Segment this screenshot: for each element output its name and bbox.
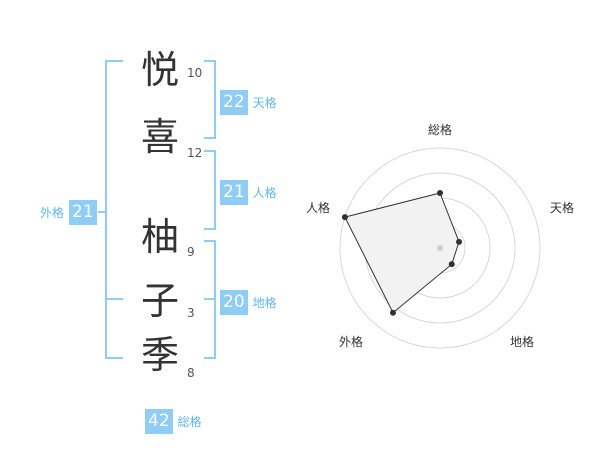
chikaku-label: 地格: [252, 296, 277, 310]
gaikaku-bracket-stem: [98, 211, 106, 213]
radar-label-chikaku: 地格: [510, 334, 534, 349]
gaikaku-bracket-bottom: [105, 357, 123, 359]
gaikaku-badge: 21 外格: [40, 200, 97, 225]
radar-label-jinkaku: 人格: [306, 200, 330, 215]
stroke-count-3: 9: [187, 245, 195, 259]
radar-point: [389, 309, 396, 316]
name-char-5: 季: [140, 333, 179, 377]
radar-label-soukaku: 総格: [428, 122, 452, 137]
soukaku-badge: 42 総格: [145, 409, 202, 434]
chikaku-bracket-bottom: [204, 357, 216, 359]
soukaku-value: 42: [145, 409, 173, 434]
radar-point: [341, 214, 348, 221]
gaikaku-bracket-mid: [105, 298, 123, 300]
tenkaku-bracket-bottom: [204, 137, 216, 139]
radar-point: [456, 238, 463, 245]
stroke-count-5: 8: [187, 366, 195, 380]
jinkaku-bracket-top: [204, 150, 216, 152]
stroke-count-1: 10: [187, 66, 203, 80]
tenkaku-bracket-top: [204, 60, 216, 62]
jinkaku-label: 人格: [252, 186, 277, 200]
chikaku-badge: 20 地格: [220, 290, 277, 315]
name-char-4: 子: [140, 279, 179, 323]
radar-points: [341, 190, 463, 316]
name-char-2: 喜: [140, 115, 179, 159]
chikaku-value: 20: [220, 290, 248, 315]
radar-point: [448, 261, 455, 268]
jinkaku-bracket-bottom: [204, 228, 216, 230]
radar-point: [437, 190, 443, 196]
stroke-count-2: 12: [187, 146, 203, 160]
gaikaku-bracket-vertical: [105, 60, 107, 359]
tenkaku-value: 22: [220, 90, 248, 115]
chikaku-bracket-top: [204, 240, 216, 242]
radar-label-tenkaku: 天格: [550, 200, 574, 215]
radar-label-gaikaku: 外格: [339, 334, 363, 349]
radar-ring: [339, 147, 541, 349]
jinkaku-value: 21: [220, 180, 248, 205]
tenkaku-badge: 22 天格: [220, 90, 277, 115]
tenkaku-label: 天格: [252, 96, 277, 110]
soukaku-label: 総格: [177, 415, 202, 429]
name-char-3: 柚: [140, 215, 179, 259]
chikaku-bracket-mid: [204, 298, 216, 300]
radar-center-dot: [437, 245, 443, 251]
stroke-count-4: 3: [187, 306, 195, 320]
name-char-1: 悦: [140, 48, 179, 92]
jinkaku-bracket-vertical: [214, 150, 216, 230]
tenkaku-bracket-vertical: [214, 60, 216, 139]
gaikaku-value: 21: [69, 200, 97, 225]
radar-chart: 総格 天格 地格 外格 人格: [306, 122, 574, 349]
gaikaku-bracket-top: [105, 60, 123, 62]
gaikaku-label: 外格: [40, 206, 65, 220]
radar-area: [344, 192, 460, 314]
jinkaku-badge: 21 人格: [220, 180, 277, 205]
